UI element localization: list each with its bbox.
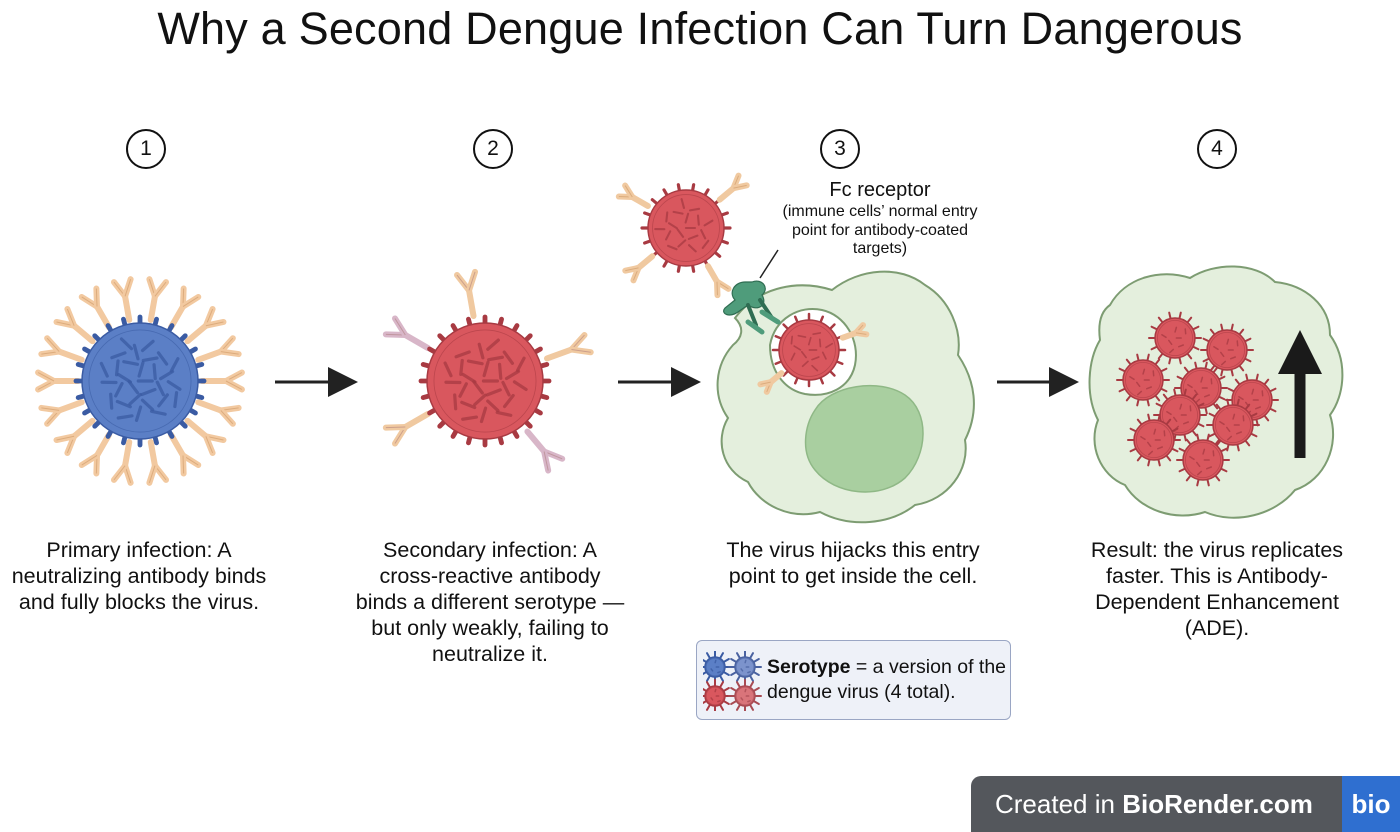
step-number-3: 3 xyxy=(820,129,860,169)
antibody-icon xyxy=(615,172,750,299)
step-number-2: 2 xyxy=(473,129,513,169)
legend-term: Serotype xyxy=(767,656,851,678)
step-number-4: 4 xyxy=(1197,129,1237,169)
legend-definition: = a version of the dengue virus (4 total… xyxy=(767,656,1007,703)
red-virus-icon xyxy=(640,183,732,273)
badge-prefix: Created in xyxy=(995,789,1123,819)
step-caption-4: Result: the virus replicates faster. Thi… xyxy=(1090,538,1344,640)
biorender-logo-icon: bio xyxy=(1342,776,1400,832)
fc-pointer-line xyxy=(759,249,779,279)
legend-text: Serotype = a version of the dengue virus… xyxy=(767,655,1010,705)
nucleus-icon xyxy=(804,384,924,493)
red-virus-icon xyxy=(418,314,552,448)
antibody-icon xyxy=(757,322,870,395)
step-number-1: 1 xyxy=(126,129,166,169)
badge-text: Created in BioRender.com xyxy=(995,788,1313,820)
step-caption-2: Secondary infection: A cross-reactive an… xyxy=(355,538,625,666)
biorender-badge[interactable]: Created in BioRender.com bio xyxy=(971,776,1400,832)
page-title: Why a Second Dengue Infection Can Turn D… xyxy=(157,3,1243,54)
internalized-virus-icon xyxy=(771,312,847,388)
replicating-viruses-icon xyxy=(1116,311,1279,487)
fc-receptor-label: Fc receptor xyxy=(829,179,931,201)
cross-reactive-antibodies-icon xyxy=(382,268,594,474)
step-caption-1: Primary infection: A neutralizing antibo… xyxy=(11,538,267,614)
blue-virus-icon xyxy=(73,314,207,448)
step-caption-3: The virus hijacks this entry point to ge… xyxy=(726,538,980,588)
fc-receptor-icon xyxy=(723,280,781,335)
neutralizing-antibodies-icon xyxy=(35,276,245,486)
badge-brand: BioRender.com xyxy=(1122,789,1313,819)
fc-receptor-description: (immune cells’ normal entry point for an… xyxy=(782,203,978,257)
serotype-icons xyxy=(703,651,762,711)
serotype-legend: Serotype = a version of the dengue virus… xyxy=(696,640,1011,720)
